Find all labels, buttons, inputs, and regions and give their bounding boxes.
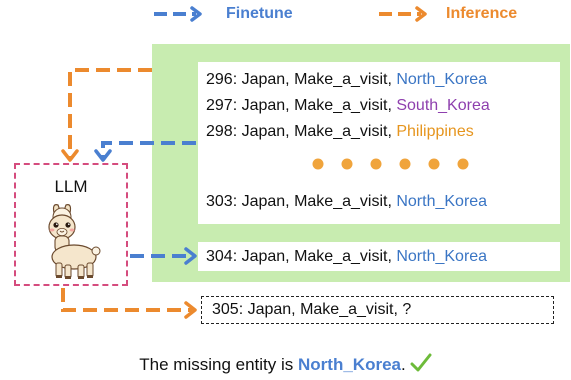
fact-entity: North_Korea (396, 193, 488, 210)
check-icon (410, 353, 432, 372)
fact-entity: North_Korea (396, 71, 488, 88)
llm-box: LLM (14, 163, 128, 286)
finetune-arrow-facts-to-llm (94, 141, 196, 162)
llm-label: LLM (54, 177, 88, 196)
inference-arrow-history-to-llm (61, 68, 152, 162)
fact-entity: Philippines (396, 123, 474, 140)
ellipsis-dots (312, 158, 469, 170)
finetune-arrow-llm-to-target (130, 247, 197, 265)
fact-row-303: 303: Japan, Make_a_visit, North_Korea (206, 193, 488, 210)
finetune-legend-label: Finetune (226, 5, 293, 22)
inference-legend-label: Inference (446, 5, 518, 22)
fact-row-297: 297: Japan, Make_a_visit, South_Korea (206, 97, 490, 114)
fact-row-298: 298: Japan, Make_a_visit, Philippines (206, 123, 474, 140)
llama-icon (48, 204, 101, 279)
fact-row-304: 304: Japan, Make_a_visit, North_Korea (206, 248, 488, 265)
result-prefix: The missing entity is (139, 355, 299, 374)
inference-arrow-llm-to-query (61, 288, 197, 319)
result-sentence: The missing entity is North_Korea. (0, 353, 571, 375)
result-entity: North_Korea (298, 355, 401, 374)
inference-legend-arrow (379, 6, 427, 22)
fact-entity: North_Korea (396, 248, 488, 265)
query-box: 305: Japan, Make_a_visit, ? (201, 296, 554, 324)
fact-entity: South_Korea (396, 97, 490, 114)
result-suffix: . (400, 355, 406, 374)
query-text: 305: Japan, Make_a_visit, ? (212, 301, 412, 318)
legend-arrows (154, 6, 427, 22)
target-fact-box: 304: Japan, Make_a_visit, North_Korea (198, 242, 560, 271)
history-facts-box: 296: Japan, Make_a_visit, North_Korea 29… (198, 62, 560, 224)
fact-row-296: 296: Japan, Make_a_visit, North_Korea (206, 71, 488, 88)
finetune-legend-arrow (154, 6, 202, 22)
